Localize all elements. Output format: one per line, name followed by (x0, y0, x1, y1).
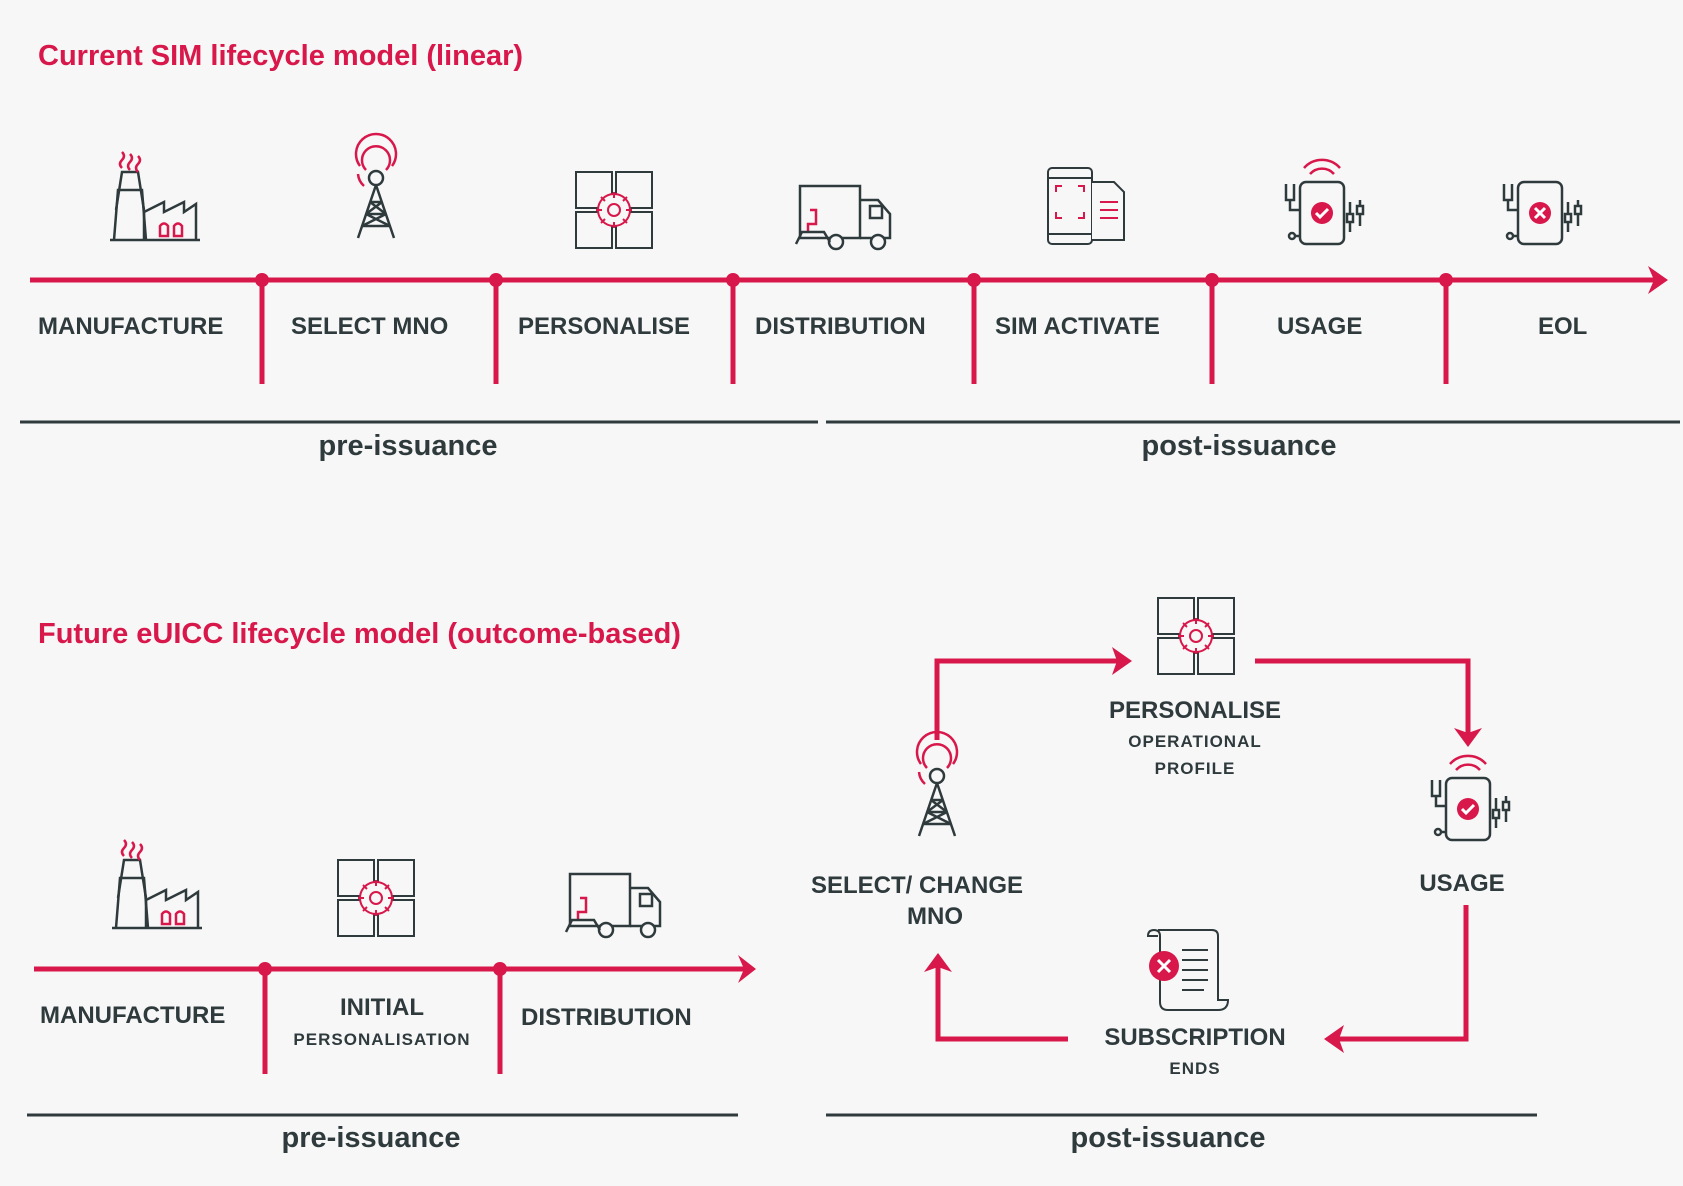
future-stage-distribution: DISTRIBUTION (521, 1004, 692, 1031)
cycle-subscription-label: SUBSCRIPTION (1104, 1024, 1286, 1051)
linear-stage-distribution: DISTRIBUTION (755, 313, 926, 340)
linear-stage-eol: EOL (1538, 313, 1588, 340)
future-stage-initial-sub: PERSONALISATION (293, 1030, 471, 1049)
truck-icon (794, 184, 892, 251)
future-stage-initial: INITIAL (340, 994, 424, 1021)
linear-stage-usage: USAGE (1277, 313, 1363, 340)
cycle-subscription-sub: ENDS (1169, 1059, 1221, 1078)
truck-icon (564, 872, 662, 939)
scroll-cross-icon (1146, 928, 1230, 1012)
antenna-icon (354, 132, 398, 240)
cycle-select-change-label: SELECT/ CHANGE (810, 872, 1024, 899)
phone-document-icon (1047, 167, 1125, 245)
sim-gear-icon (337, 859, 415, 937)
cycle-arrow-to-personalise (934, 658, 1118, 740)
factory-icon (110, 838, 204, 930)
linear-stage-manufacture: MANUFACTURE (38, 313, 224, 340)
future-pre-issuance-label: pre-issuance (281, 1122, 461, 1154)
cycle-usage-label: USAGE (1419, 870, 1505, 897)
future-model-title: Future eUICC lifecycle model (outcome-ba… (38, 618, 681, 650)
sim-gear-icon (575, 171, 653, 249)
cycle-arrow-to-usage (1255, 658, 1471, 735)
linear-post-issuance-label: post-issuance (1141, 430, 1337, 462)
cycle-personalise-label: PERSONALISE (1108, 697, 1282, 724)
cycle-personalise-sub2: PROFILE (1154, 759, 1236, 778)
linear-stage-sim-activate: SIM ACTIVATE (995, 313, 1160, 340)
antenna-icon (915, 730, 959, 838)
future-post-issuance-label: post-issuance (1070, 1122, 1266, 1154)
future-stage-manufacture: MANUFACTURE (40, 1002, 226, 1029)
cycle-arrow-to-subscription (1338, 905, 1469, 1042)
cycle-arrow-to-select (935, 965, 1068, 1042)
linear-pre-issuance-label: pre-issuance (318, 430, 498, 462)
cycle-personalise-sub1: OPERATIONAL (1128, 732, 1262, 751)
linear-stage-personalise: PERSONALISE (518, 313, 691, 340)
phone-check-icon (1430, 754, 1511, 842)
factory-icon (108, 150, 202, 242)
linear-stage-select-mno: SELECT MNO (291, 313, 449, 340)
phone-check-icon (1284, 158, 1365, 246)
cycle-select-change-mno: MNO (907, 903, 963, 930)
phone-cross-icon (1502, 180, 1583, 246)
linear-model-title: Current SIM lifecycle model (linear) (38, 40, 524, 72)
sim-gear-icon (1157, 597, 1235, 675)
